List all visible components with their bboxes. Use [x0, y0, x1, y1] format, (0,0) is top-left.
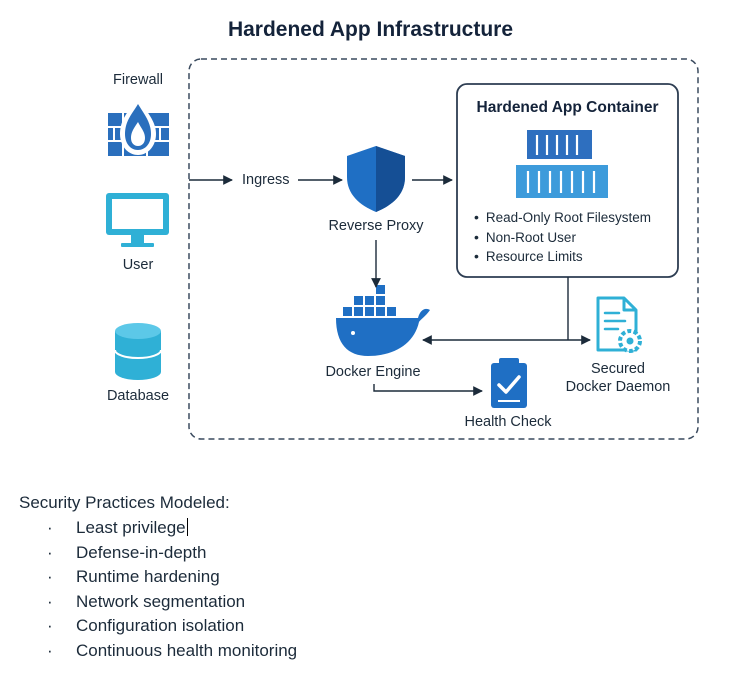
- health-check-label: Health Check: [464, 414, 552, 430]
- bullet: ·: [47, 591, 53, 611]
- user-label: User: [122, 257, 154, 273]
- practice-text: Network segmentation: [76, 591, 246, 611]
- container-feature: Read-Only Root Filesystem: [474, 208, 651, 228]
- container-features: Read-Only Root Filesystem Non-Root User …: [474, 208, 651, 267]
- database-icon: [114, 323, 162, 380]
- database-label: Database: [106, 388, 170, 404]
- shield-icon: [347, 146, 405, 212]
- container-feature: Resource Limits: [474, 247, 651, 267]
- practice-text: Configuration isolation: [76, 616, 245, 636]
- bullet: ·: [47, 567, 53, 587]
- practice-text: Runtime hardening: [76, 567, 220, 587]
- practice-item: · Configuration isolation: [19, 616, 244, 641]
- practice-item: · Network segmentation: [19, 591, 245, 617]
- secured-daemon-label: Secured Docker Daemon: [558, 360, 678, 396]
- practice-item: · Continuous health monitoring: [19, 640, 297, 666]
- text-cursor: [186, 518, 188, 536]
- container-title: Hardened App Container: [476, 99, 659, 116]
- practice-text: Defense-in-depth: [76, 542, 207, 562]
- firewall-label: Firewall: [113, 72, 163, 88]
- container-icon: [516, 130, 608, 198]
- bullet: ·: [47, 616, 53, 636]
- container-feature: Non-Root User: [474, 228, 651, 248]
- monitor-icon: [106, 193, 169, 247]
- practice-item: · Least privilege: [19, 518, 230, 543]
- ingress-label: Ingress: [242, 172, 290, 188]
- docker-whale-icon: [336, 285, 430, 356]
- bullet: ·: [47, 518, 53, 537]
- arrow-engine-to-health: [373, 384, 483, 396]
- checklist-icon: [491, 358, 527, 408]
- reverse-proxy-label: Reverse Proxy: [328, 218, 424, 234]
- practice-text: Continuous health monitoring: [76, 640, 298, 660]
- bullet: ·: [47, 640, 53, 660]
- practices-title: Security Practices Modeled:: [19, 493, 230, 512]
- firewall-icon: [108, 97, 169, 156]
- bullet: ·: [47, 542, 53, 562]
- practice-item: · Defense-in-depth: [19, 543, 230, 568]
- infrastructure-boundary: [188, 58, 699, 440]
- secured-daemon-line1: Secured: [590, 361, 645, 377]
- docker-engine-label: Docker Engine: [325, 364, 421, 380]
- practice-text: Least privilege: [76, 518, 186, 537]
- practice-item: · Runtime hardening: [19, 567, 230, 592]
- diagram-title: Hardened App Infrastructure: [227, 18, 514, 41]
- document-gear-icon: [596, 296, 642, 353]
- security-practices: Security Practices Modeled: · Least priv…: [19, 493, 297, 666]
- secured-daemon-line2: Docker Daemon: [565, 379, 671, 395]
